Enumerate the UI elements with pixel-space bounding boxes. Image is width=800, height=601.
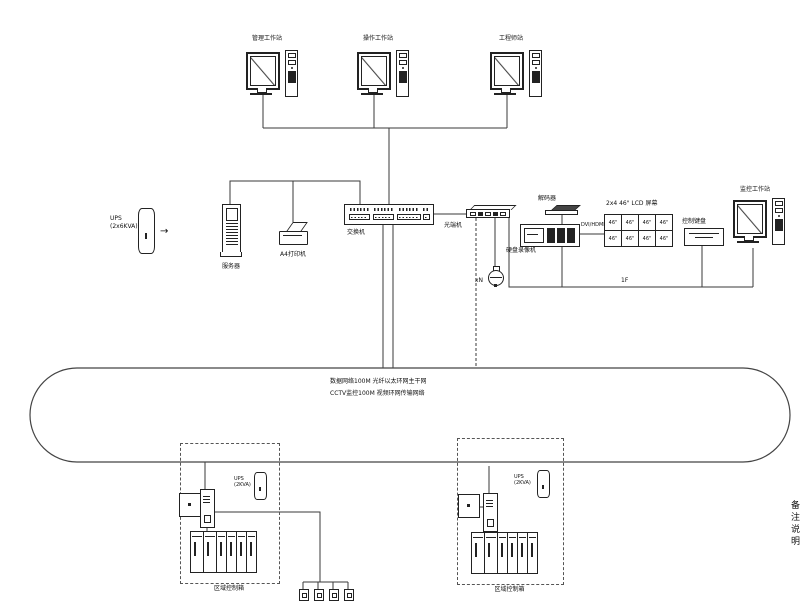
io-module-card	[203, 531, 217, 573]
ring-label-line2: CCTV监控100M 视频环网传输网络	[330, 390, 425, 397]
wire-top-bus	[262, 95, 508, 204]
pc-tower-icon	[529, 50, 542, 97]
workstation-3	[490, 50, 542, 100]
end-device-icon	[329, 589, 339, 601]
ring-label-line1: 数据网络100M 光纤以太环网主干网	[330, 378, 427, 385]
decoder-icon	[545, 205, 581, 216]
control-keyboard-icon	[684, 228, 724, 246]
field-ups-icon	[254, 472, 267, 500]
fiber-module-icon	[200, 489, 215, 528]
keyboard-label: 控制键盘	[682, 218, 707, 225]
field-display-icon	[458, 494, 480, 518]
dome-camera-icon	[487, 266, 505, 288]
notes-line: 明	[791, 537, 800, 547]
workstation-3-label: 工程师站	[498, 35, 523, 42]
server-icon	[220, 204, 242, 260]
pc-tower-icon	[285, 50, 298, 97]
core-switch-label: 交换机	[347, 229, 366, 236]
field-box-right-label: 区域控制箱	[494, 586, 525, 593]
lcd-panel: 46"	[621, 214, 639, 231]
decoder-label: 解码器	[538, 195, 557, 202]
lcd-panel: 46"	[655, 214, 673, 231]
dvr-icon	[520, 224, 580, 247]
dvr-label: 硬盘录像机	[506, 247, 537, 254]
lcd-wall-grid: 46" 46" 46" 46" 46" 46" 46" 46"	[604, 214, 673, 247]
printer-label: A4打印机	[280, 251, 306, 258]
wire-server-branch	[229, 180, 361, 222]
optical-transceiver-label: 光端机	[444, 222, 463, 229]
ups-main-icon	[138, 208, 155, 254]
wire-right-run	[508, 218, 754, 288]
field-box-right	[457, 438, 564, 585]
floor-run-label: 1F	[621, 277, 629, 284]
notes-line: 注	[791, 513, 800, 523]
lcd-panel: 46"	[638, 230, 656, 247]
right-workstation-label: 监控工作站	[739, 186, 770, 193]
io-module-card	[190, 531, 204, 573]
lcd-panel: 46"	[604, 230, 622, 247]
lcd-panel: 46"	[621, 230, 639, 247]
lcd-panel: 46"	[604, 214, 622, 231]
wire-switch-ring	[382, 223, 394, 368]
lcd-panel: 46"	[638, 214, 656, 231]
field-ups-label: UPS(2KVA)	[514, 474, 531, 487]
field-display-icon	[179, 493, 201, 517]
lcd-panel: 46"	[655, 230, 673, 247]
monitor-icon	[246, 52, 280, 90]
wire-decoder-dvr	[561, 215, 604, 235]
printer-icon	[278, 222, 308, 249]
workstation-1	[246, 50, 298, 100]
screen-icon	[250, 56, 276, 86]
field-ups-label: UPS(2KVA)	[234, 476, 251, 489]
io-module-rack	[190, 531, 257, 573]
end-device-icon	[344, 589, 354, 601]
arrow-right-icon: →	[160, 226, 169, 237]
field-ups-icon	[537, 470, 550, 498]
notes-line: 说	[791, 525, 800, 535]
dvi-hdmi-label: DVI/HDMI	[581, 222, 605, 228]
ups-main-label: UPS (2x6KVA)	[110, 215, 138, 230]
pc-tower-icon	[396, 50, 409, 97]
optical-transceiver-icon	[466, 205, 517, 218]
core-switch-icon	[344, 204, 434, 225]
workstation-2-label: 操作工作站	[362, 35, 393, 42]
workstation-2	[357, 50, 409, 100]
lcd-wall-title: 2x4 46" LCD 屏幕	[606, 200, 658, 207]
end-device-icon	[299, 589, 309, 601]
io-module-card	[527, 532, 538, 574]
fiber-module-icon	[483, 493, 498, 532]
pc-tower-icon	[772, 198, 785, 245]
end-device-icon	[314, 589, 324, 601]
field-box-left-label: 区域控制箱	[213, 585, 244, 592]
fiber-ring-outline	[29, 367, 791, 463]
workstation-1-label: 管理工作站	[251, 35, 282, 42]
right-workstation	[733, 198, 785, 248]
notes-line: 备	[791, 501, 800, 511]
io-module-rack	[471, 532, 538, 574]
io-module-card	[246, 531, 257, 573]
io-module-card	[484, 532, 498, 574]
camera-count-label: xN	[475, 277, 484, 284]
io-module-card	[471, 532, 485, 574]
server-label: 服务器	[221, 263, 240, 270]
